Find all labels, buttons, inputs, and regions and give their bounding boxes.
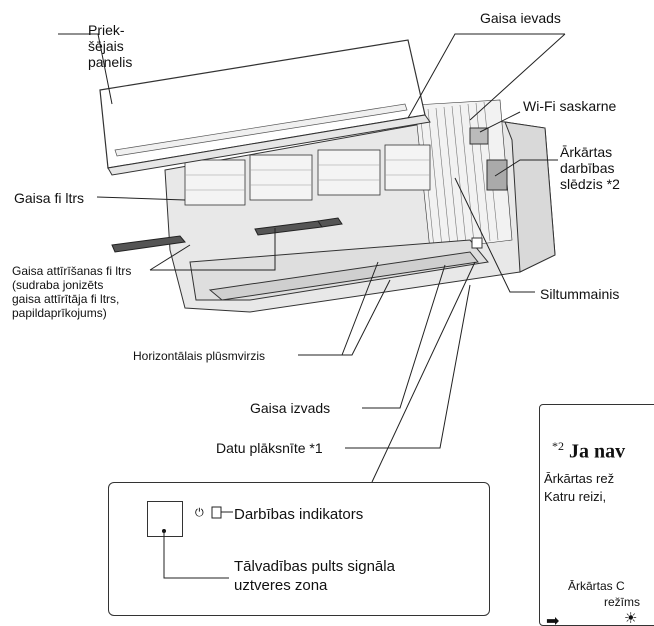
note-title-text: Ja nav xyxy=(569,440,626,463)
note-title: *2 Ja nav xyxy=(552,439,625,464)
front-panel-label: Priek- šējais panelis xyxy=(88,22,133,70)
heat-exchanger-label: Siltummainis xyxy=(540,286,620,302)
note-small-2: režīms xyxy=(604,595,640,609)
purifying-filter-label: Gaisa attīrīšanas fi ltrs (sudraba joniz… xyxy=(12,264,132,320)
receiver-zone-label: Tālvadības pults signāla uztveres zona xyxy=(234,558,395,594)
operation-indicator-label: Darbības indikators xyxy=(234,506,364,523)
air-inlet-label: Gaisa ievads xyxy=(480,10,561,26)
svg-text:⏻: ⏻ xyxy=(195,506,204,519)
air-filter-panels xyxy=(184,144,431,206)
data-flap-label: Datu plāksnīte *1 xyxy=(216,440,323,456)
wifi-label: Wi-Fi saskarne xyxy=(523,98,617,114)
wifi-module xyxy=(469,127,489,145)
emergency-switch-label: Ārkārtas darbības slēdzis *2 xyxy=(560,144,620,192)
note-small-1: Ārkārtas C xyxy=(568,579,625,593)
arrow-icon: ➡ xyxy=(546,613,560,626)
note-mark: *2 xyxy=(552,439,564,453)
note-line-1: Ārkārtas rež xyxy=(544,471,615,486)
note-line-2: Katru reizi, xyxy=(544,489,607,504)
indicator-box-lines: ⏻ xyxy=(162,506,233,579)
leader-lines xyxy=(58,33,566,483)
emergency-note: *2 Ja nav Ārkārtas rež Katru reizi, Ārkā… xyxy=(539,404,654,626)
air-filter-label: Gaisa fi ltrs xyxy=(14,190,85,206)
indicator-box: ⏻ Darbības indikators Tālvadības pults s… xyxy=(108,482,490,616)
purifying-filters xyxy=(111,217,343,253)
receiver-window xyxy=(147,501,183,537)
louver xyxy=(208,251,479,301)
horizontal-louver-label: Horizontālais plūsmvirzis xyxy=(133,349,266,363)
air-outlet-label: Gaisa izvads xyxy=(250,400,331,416)
